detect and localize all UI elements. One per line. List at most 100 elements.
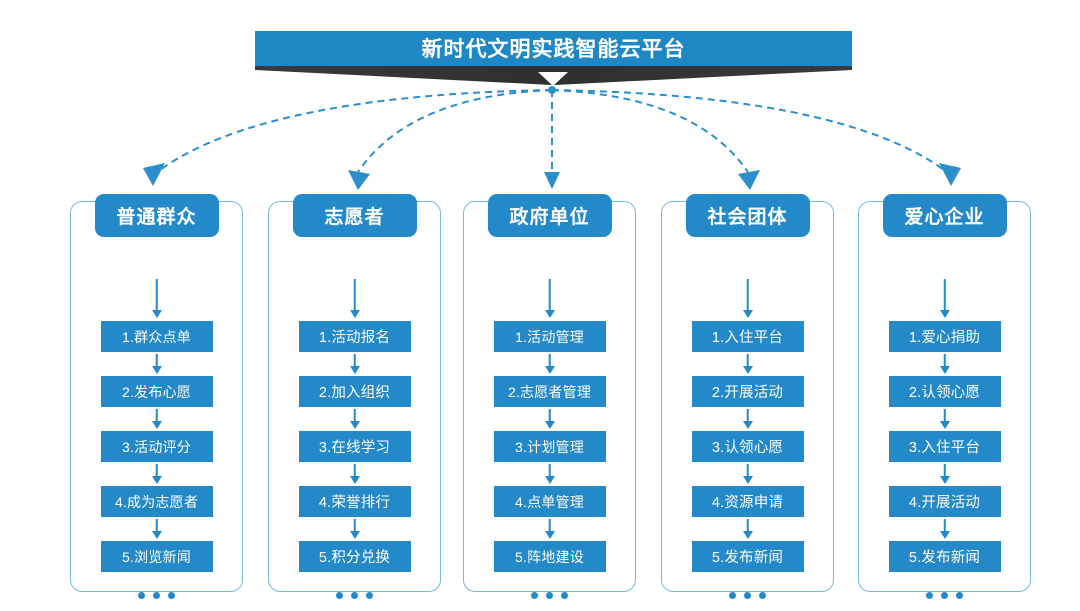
ellipsis-dot (561, 592, 568, 599)
ellipsis-dot (351, 592, 358, 599)
column-header-label: 社会团体 (707, 207, 788, 228)
down-arrow-icon (743, 277, 753, 321)
flow-item[interactable]: 3.计划管理 (493, 431, 606, 462)
banner-chevron-shape (255, 66, 852, 86)
ellipsis-dot (729, 592, 736, 599)
flow-item[interactable]: 2.加入组织 (298, 376, 411, 407)
flow-item[interactable]: 4.成为志愿者 (100, 486, 213, 517)
flow-item[interactable]: 2.认领心愿 (888, 376, 1001, 407)
down-arrow-icon (152, 352, 162, 376)
column-header-government-unit[interactable]: 政府单位 (487, 194, 612, 237)
role-column-government-unit[interactable]: 政府单位 1.活动管理 2.志愿者管理 3.计划管理 4.点单管理 5.阵地建设 (463, 194, 636, 599)
flow-item[interactable]: 2.开展活动 (691, 376, 804, 407)
down-arrow-icon (152, 517, 162, 541)
down-arrow-icon (940, 517, 950, 541)
arrowhead-col2 (348, 170, 370, 190)
flow-item[interactable]: 3.入住平台 (888, 431, 1001, 462)
more-items-ellipsis (531, 592, 568, 599)
flow-item[interactable]: 3.在线学习 (298, 431, 411, 462)
role-column-general-public[interactable]: 普通群众 1.群众点单 2.发布心愿 3.活动评分 4.成为志愿者 5.浏览新闻 (70, 194, 243, 599)
down-arrow-icon (350, 407, 360, 431)
more-items-ellipsis (336, 592, 373, 599)
flow-item[interactable]: 1.活动管理 (493, 321, 606, 352)
column-header-volunteer[interactable]: 志愿者 (292, 194, 417, 237)
flow-item[interactable]: 5.积分兑换 (298, 541, 411, 572)
platform-title-banner: 新时代文明实践智能云平台 (255, 31, 852, 67)
column-header-label: 普通群众 (116, 207, 197, 228)
connector-to-col4 (551, 89, 749, 173)
arrowhead-col4 (738, 170, 760, 190)
down-arrow-icon (743, 462, 753, 486)
down-arrow-icon (743, 407, 753, 431)
column-header-social-group[interactable]: 社会团体 (685, 194, 810, 237)
platform-title-bar: 新时代文明实践智能云平台 (255, 31, 852, 67)
flow-item[interactable]: 3.认领心愿 (691, 431, 804, 462)
role-column-charity-enterprise[interactable]: 爱心企业 1.爱心捐助 2.认领心愿 3.入住平台 4.开展活动 5.发布新闻 (858, 194, 1031, 599)
flow-item[interactable]: 4.资源申请 (691, 486, 804, 517)
down-arrow-icon (940, 277, 950, 321)
arrowhead-col1 (143, 163, 165, 186)
flow-item[interactable]: 3.活动评分 (100, 431, 213, 462)
column-header-charity-enterprise[interactable]: 爱心企业 (882, 194, 1007, 237)
connector-to-col1 (159, 89, 553, 171)
down-arrow-icon (545, 352, 555, 376)
ellipsis-dot (759, 592, 766, 599)
role-column-social-group[interactable]: 社会团体 1.入住平台 2.开展活动 3.认领心愿 4.资源申请 5.发布新闻 (661, 194, 834, 599)
column-header-label: 爱心企业 (904, 207, 985, 228)
ellipsis-dot (956, 592, 963, 599)
column-body: 1.群众点单 2.发布心愿 3.活动评分 4.成为志愿者 5.浏览新闻 (71, 277, 242, 599)
down-arrow-icon (350, 277, 360, 321)
connector-to-col5 (551, 89, 945, 171)
down-arrow-icon (940, 352, 950, 376)
column-body: 1.活动报名 2.加入组织 3.在线学习 4.荣誉排行 5.积分兑换 (269, 277, 440, 599)
connector-to-col2 (357, 89, 553, 173)
down-arrow-icon (940, 462, 950, 486)
down-arrow-icon (350, 517, 360, 541)
down-arrow-icon (152, 407, 162, 431)
flow-item[interactable]: 2.志愿者管理 (493, 376, 606, 407)
flow-item[interactable]: 1.群众点单 (100, 321, 213, 352)
flow-item[interactable]: 5.浏览新闻 (100, 541, 213, 572)
ellipsis-dot (168, 592, 175, 599)
ellipsis-dot (941, 592, 948, 599)
ellipsis-dot (531, 592, 538, 599)
page-title: 新时代文明实践智能云平台 (421, 37, 686, 61)
down-arrow-icon (545, 462, 555, 486)
more-items-ellipsis (729, 592, 766, 599)
ellipsis-dot (153, 592, 160, 599)
ellipsis-dot (366, 592, 373, 599)
arrowhead-col3 (544, 172, 560, 189)
down-arrow-icon (743, 517, 753, 541)
down-arrow-icon (545, 407, 555, 431)
column-body: 1.入住平台 2.开展活动 3.认领心愿 4.资源申请 5.发布新闻 (662, 277, 833, 599)
down-arrow-icon (350, 462, 360, 486)
column-header-label: 志愿者 (324, 207, 385, 228)
down-arrow-icon (743, 352, 753, 376)
column-body: 1.活动管理 2.志愿者管理 3.计划管理 4.点单管理 5.阵地建设 (464, 277, 635, 599)
column-body: 1.爱心捐助 2.认领心愿 3.入住平台 4.开展活动 5.发布新闻 (859, 277, 1030, 599)
flow-item[interactable]: 5.阵地建设 (493, 541, 606, 572)
ellipsis-dot (926, 592, 933, 599)
ellipsis-dot (336, 592, 343, 599)
flow-item[interactable]: 2.发布心愿 (100, 376, 213, 407)
down-arrow-icon (152, 462, 162, 486)
role-column-volunteer[interactable]: 志愿者 1.活动报名 2.加入组织 3.在线学习 4.荣誉排行 5.积分兑换 (268, 194, 441, 599)
flow-item[interactable]: 4.开展活动 (888, 486, 1001, 517)
column-header-general-public[interactable]: 普通群众 (94, 194, 219, 237)
column-header-label: 政府单位 (509, 207, 590, 228)
flow-item[interactable]: 5.发布新闻 (888, 541, 1001, 572)
flow-item[interactable]: 1.活动报名 (298, 321, 411, 352)
flow-item[interactable]: 1.爱心捐助 (888, 321, 1001, 352)
ellipsis-dot (138, 592, 145, 599)
more-items-ellipsis (138, 592, 175, 599)
down-arrow-icon (545, 517, 555, 541)
down-arrow-icon (940, 407, 950, 431)
ellipsis-dot (546, 592, 553, 599)
flow-item[interactable]: 1.入住平台 (691, 321, 804, 352)
arrowhead-col5 (939, 163, 961, 186)
down-arrow-icon (152, 277, 162, 321)
flow-item[interactable]: 5.发布新闻 (691, 541, 804, 572)
flow-item[interactable]: 4.点单管理 (493, 486, 606, 517)
flow-item[interactable]: 4.荣誉排行 (298, 486, 411, 517)
